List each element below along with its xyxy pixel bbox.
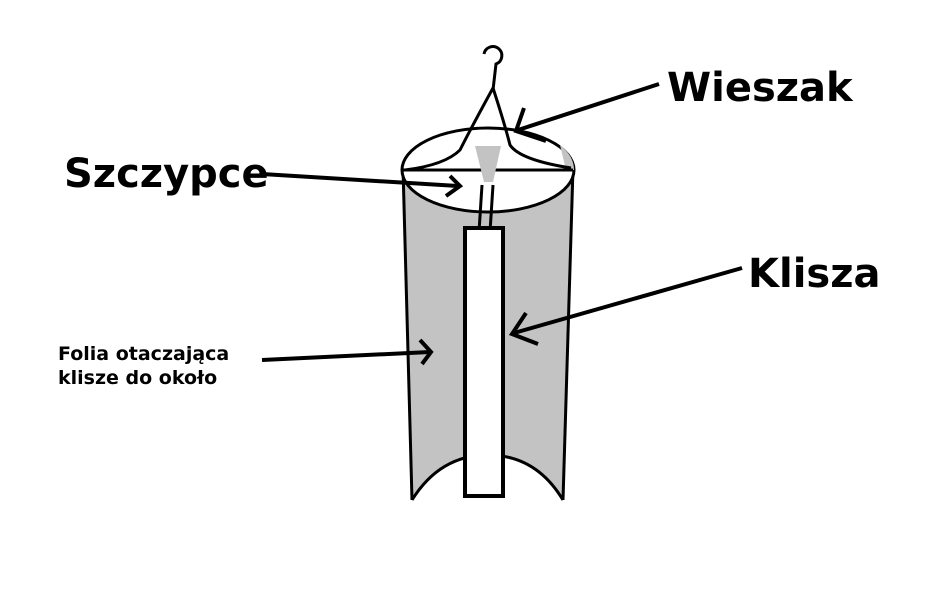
tweezers-label: Szczypce bbox=[64, 151, 269, 197]
foil-right-edge bbox=[561, 167, 575, 501]
hanger-pointer-arrow bbox=[513, 82, 660, 143]
foil-label: Folia otaczająca klisze do około bbox=[58, 343, 268, 391]
tweezers-stem-left bbox=[477, 184, 484, 233]
foil-pointer-arrow bbox=[261, 338, 434, 366]
foil-label-line2: klisze do około bbox=[58, 366, 218, 389]
hanger-hook-icon bbox=[482, 45, 504, 91]
tweezers-shape bbox=[475, 146, 501, 182]
tweezers-pointer-arrow bbox=[261, 172, 464, 198]
film-label: Klisza bbox=[748, 251, 881, 297]
hanger-label: Wieszak bbox=[667, 65, 853, 111]
film-strip bbox=[463, 226, 505, 498]
film-pointer-arrow bbox=[508, 266, 743, 346]
hanger-wire-left bbox=[404, 87, 495, 172]
hanger-wire-right bbox=[491, 87, 572, 170]
foil-label-line1: Folia otaczająca bbox=[58, 343, 230, 365]
tweezers-stem-right bbox=[488, 184, 495, 233]
foil-left-edge bbox=[401, 167, 414, 501]
foil-top-shade bbox=[560, 145, 574, 170]
